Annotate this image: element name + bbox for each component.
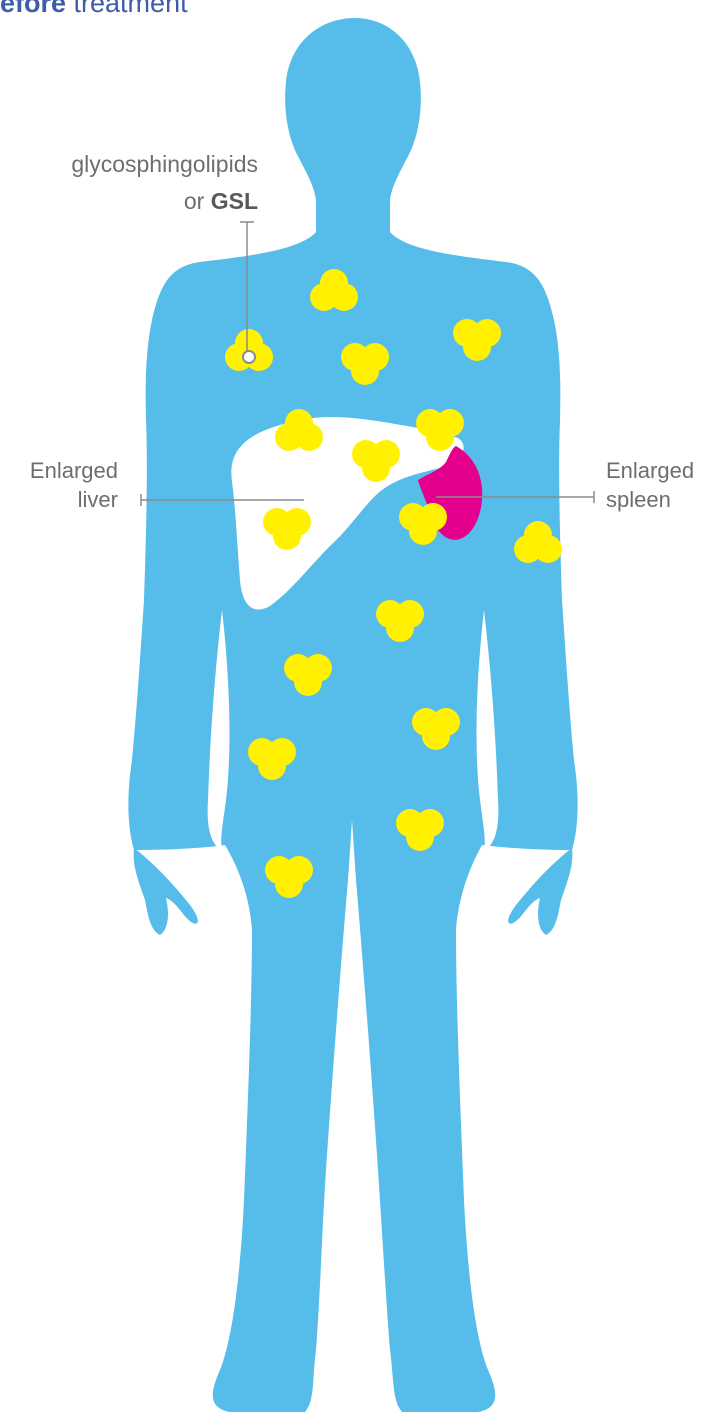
liver-label-line1: Enlarged [30,458,118,483]
header-text: efore treatment [0,0,188,18]
gsl-label-line1: glycosphingolipids [71,151,258,177]
header-emphasis: efore [0,0,66,18]
gsl-label-line2: or GSL [184,188,258,214]
gsl-label-abbrev: GSL [211,188,258,214]
header-rest: treatment [66,0,188,18]
body-silhouette [128,18,577,1412]
gsl-marker [243,351,255,363]
liver-label-line2: liver [78,487,118,512]
right-hand [508,848,572,935]
gsl-label-prefix: or [184,188,211,214]
spleen-label-line2: spleen [606,487,671,512]
left-hand [134,848,198,935]
spleen-label-line1: Enlarged [606,458,694,483]
torso-and-head [128,18,577,1412]
